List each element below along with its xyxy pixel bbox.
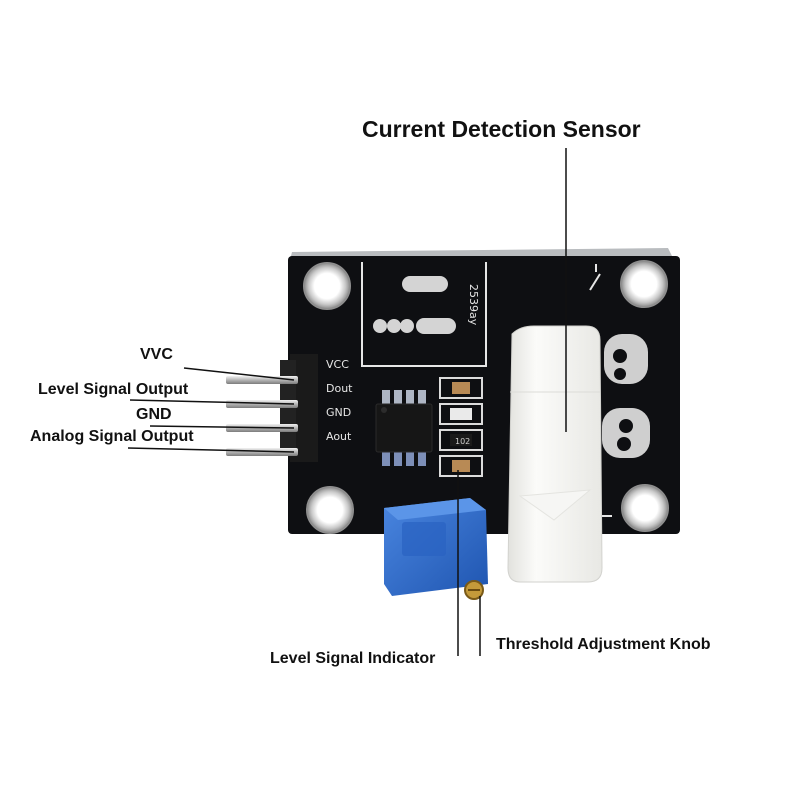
leader-dout <box>129 399 295 405</box>
leader-aout <box>127 447 295 453</box>
callout-gnd: GND <box>136 406 172 423</box>
pin-labels: VCC Dout GND Aout <box>326 358 353 443</box>
chip-code-label: 2539ay <box>467 284 480 326</box>
callout-analog-signal-output: Analog Signal Output <box>30 428 194 445</box>
leader-lines <box>127 148 567 656</box>
pin-label-aout: Aout <box>326 430 352 443</box>
pin-label-gnd: GND <box>326 406 351 419</box>
pin-label-dout: Dout <box>326 382 353 395</box>
pin-label-vcc: VCC <box>326 358 349 371</box>
callout-vvc: VVC <box>140 346 173 363</box>
callout-current-sensor: Current Detection Sensor <box>362 116 641 142</box>
mounting-holes <box>303 260 669 534</box>
solder-pads <box>373 276 456 334</box>
side-pads <box>602 334 650 458</box>
callout-level-signal-indicator: Level Signal Indicator <box>270 650 436 667</box>
ic-chip <box>375 390 433 466</box>
pin-header <box>226 354 318 462</box>
pin-aout <box>226 448 298 456</box>
potentiometer <box>384 498 488 600</box>
current-sensor-block <box>507 325 603 583</box>
leader-gnd <box>149 425 295 429</box>
callout-threshold-knob: Threshold Adjustment Knob <box>496 636 711 653</box>
callout-level-signal-output: Level Signal Output <box>38 381 189 398</box>
smd-components: 102 <box>439 377 483 477</box>
pin-dout <box>226 400 298 408</box>
leader-vcc <box>183 367 295 381</box>
resistor-marking: 102 <box>455 437 470 446</box>
